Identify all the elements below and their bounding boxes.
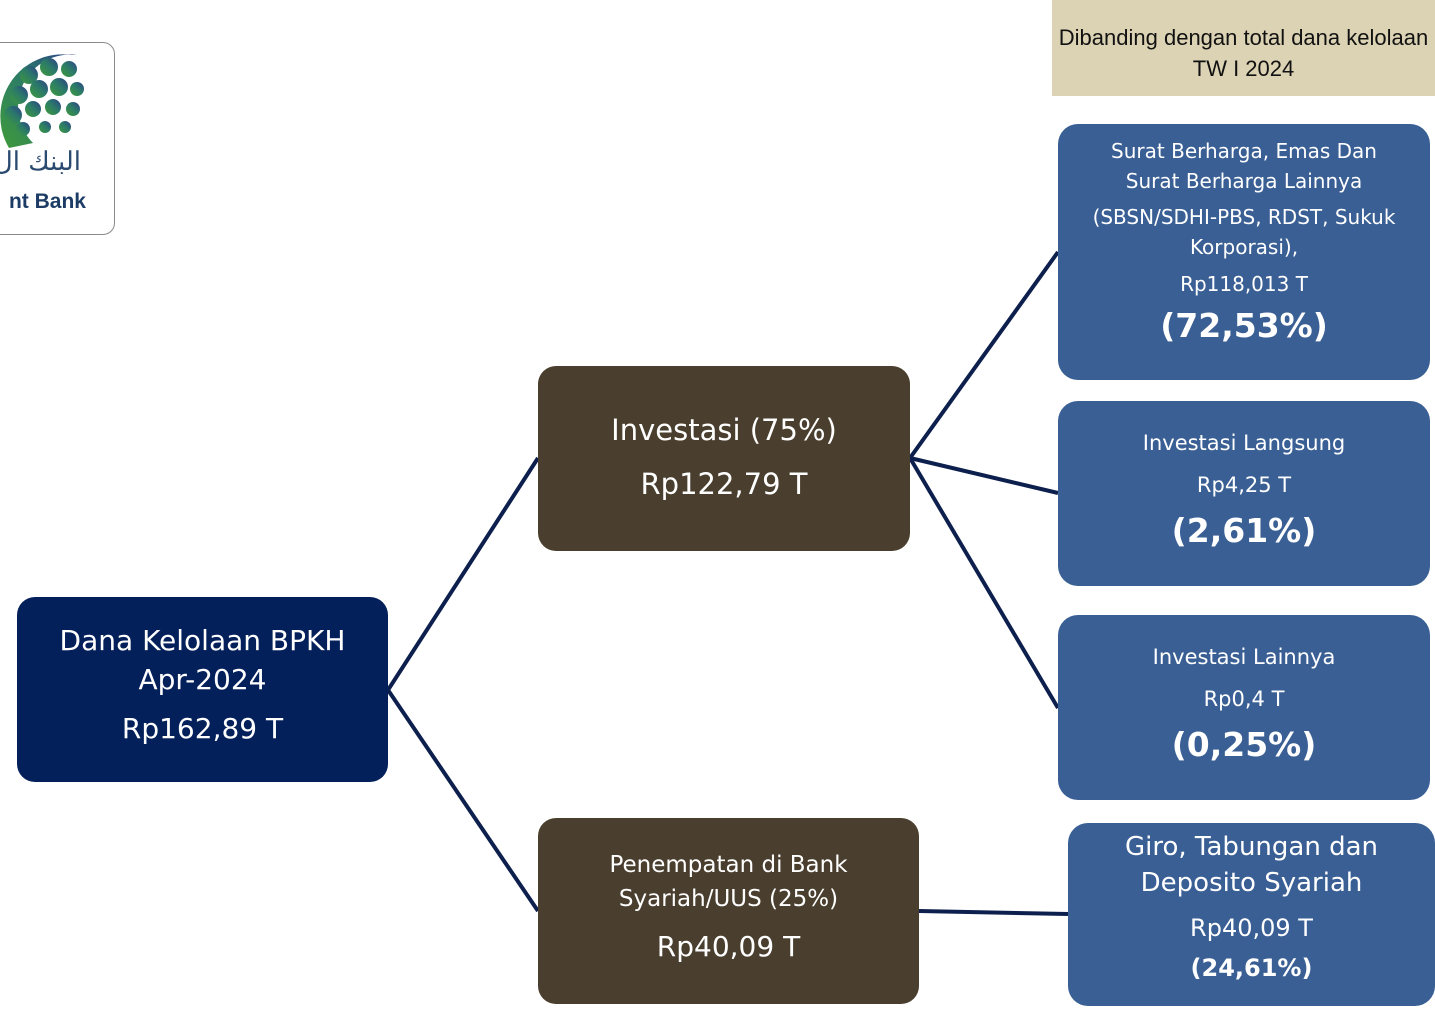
connector-root-penempatan xyxy=(386,688,540,913)
investasi-node: Investasi (75%) Rp122,79 T xyxy=(538,366,910,551)
connector-investasi-langsung xyxy=(909,456,1059,495)
leaf-value: Rp0,4 T xyxy=(1203,687,1285,711)
logo-arabic-text: البنك ال xyxy=(0,147,81,177)
penempatan-value: Rp40,09 T xyxy=(656,930,801,963)
penempatan-title-line1: Penempatan di Bank xyxy=(609,852,848,878)
root-node: Dana Kelolaan BPKH Apr-2024 Rp162,89 T xyxy=(17,597,388,782)
leaf-value: Rp4,25 T xyxy=(1196,473,1292,497)
leaf-percent: (24,61%) xyxy=(1190,954,1313,982)
leaf-title: Investasi Langsung xyxy=(1142,431,1346,455)
header-caption: Dibanding dengan total dana kelolaan TW … xyxy=(1058,25,1429,81)
investasi-title: Investasi (75%) xyxy=(611,413,837,447)
penempatan-title-line2: Syariah/UUS (25%) xyxy=(618,886,839,912)
leaf-title: Investasi Lainnya xyxy=(1152,645,1336,669)
leaf-title-line2: Deposito Syariah xyxy=(1140,868,1363,898)
connector-root-investasi xyxy=(386,456,540,692)
header-box xyxy=(1052,0,1435,96)
leaf-detail-line1: (SBSN/SDHI-PBS, RDST, Sukuk xyxy=(1092,205,1396,229)
connector-penempatan-giro xyxy=(918,909,1069,916)
leaf-detail-line2: Korporasi), xyxy=(1189,235,1299,259)
penempatan-node: Penempatan di Bank Syariah/UUS (25%) Rp4… xyxy=(538,818,919,1004)
leaf-percent: (2,61%) xyxy=(1171,511,1317,550)
leaf-investasi-lainnya: Investasi Lainnya Rp0,4 T (0,25%) xyxy=(1058,615,1430,800)
leaf-percent: (72,53%) xyxy=(1160,306,1328,345)
investasi-value: Rp122,79 T xyxy=(640,467,808,501)
leaf-investasi-langsung: Investasi Langsung Rp4,25 T (2,61%) xyxy=(1058,401,1430,586)
connector-investasi-lainnya xyxy=(908,456,1060,710)
leaf-percent: (0,25%) xyxy=(1171,725,1317,764)
root-title-line1: Dana Kelolaan BPKH xyxy=(59,624,346,657)
leaf-value: Rp118,013 T xyxy=(1180,272,1308,296)
bank-logo: البنك ال nt Bank xyxy=(0,42,115,235)
leaf-title-line1: Giro, Tabungan dan xyxy=(1125,832,1378,862)
globe-logo-icon xyxy=(0,54,84,148)
root-title-line2: Apr-2024 xyxy=(138,663,267,696)
leaf-surat-berharga: Surat Berharga, Emas Dan Surat Berharga … xyxy=(1058,124,1430,380)
root-value: Rp162,89 T xyxy=(121,712,284,745)
leaf-value: Rp40,09 T xyxy=(1190,914,1313,942)
leaf-giro-tabungan: Giro, Tabungan dan Deposito Syariah Rp40… xyxy=(1068,823,1435,1006)
leaf-title-line1: Surat Berharga, Emas Dan xyxy=(1111,139,1377,163)
logo-english-text: nt Bank xyxy=(8,190,86,213)
connector-investasi-surat xyxy=(908,250,1060,460)
leaf-title-line2: Surat Berharga Lainnya xyxy=(1125,169,1363,193)
